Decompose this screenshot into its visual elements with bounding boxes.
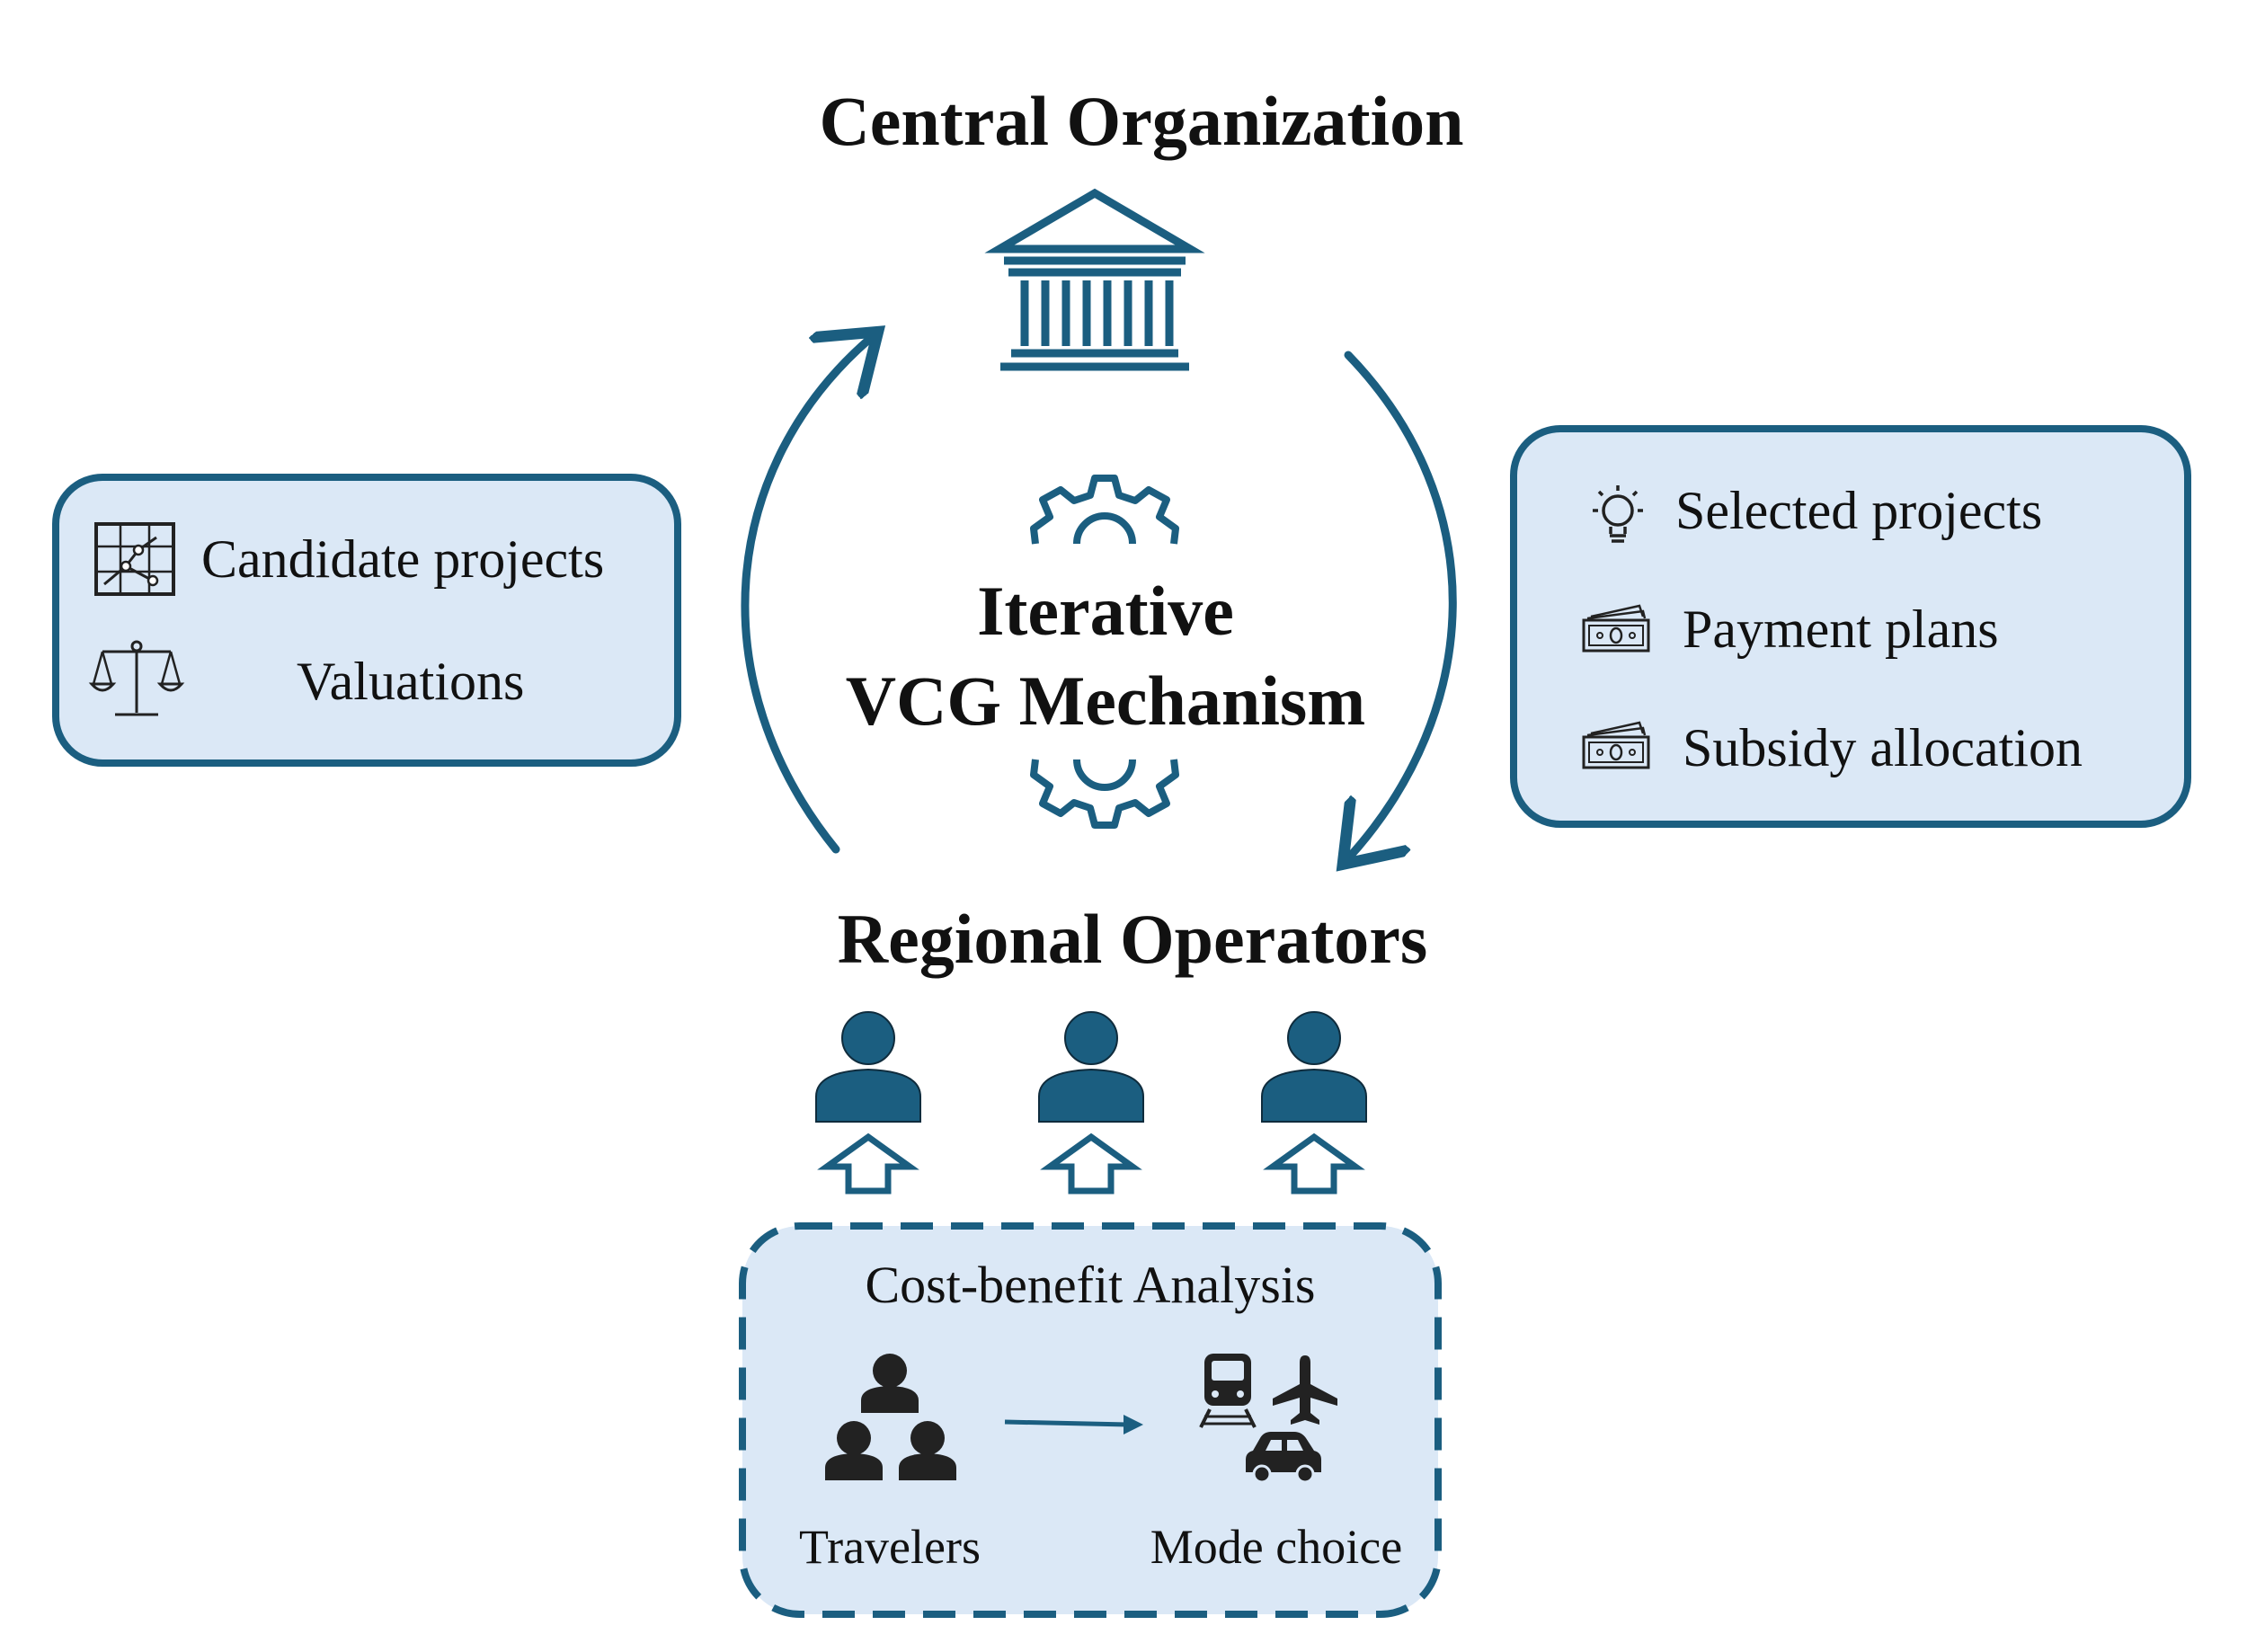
person-icon [1038, 1011, 1144, 1123]
lightbulb-icon [1593, 485, 1643, 543]
up-arrow-icon [817, 1132, 919, 1195]
travelers-to-mode-arrow [1004, 1419, 1129, 1427]
travelers-label: Travelers [799, 1520, 981, 1574]
analysis-box-border [739, 1222, 1442, 1618]
regional-operators-title: Regional Operators [837, 900, 1428, 978]
scales-icon [88, 640, 185, 716]
up-arrow-icon [1263, 1132, 1365, 1195]
cycle-arrow-right [1348, 351, 1457, 858]
person-icon [815, 1011, 921, 1123]
output-item-label: Subsidy allocation [1683, 718, 2083, 777]
input-item-label: Valuations [297, 652, 525, 711]
input-item-label: Candidate projects [201, 529, 605, 589]
person-icon [1261, 1011, 1367, 1123]
cycle-arrow-left [741, 337, 872, 854]
output-item-label: Selected projects [1675, 481, 2043, 540]
plane-icon [1273, 1355, 1337, 1425]
money-icon [1582, 721, 1650, 769]
gear-icon-top [1030, 475, 1179, 545]
money-icon [1582, 604, 1650, 653]
analysis-title: Cost-benefit Analysis [865, 1256, 1316, 1314]
car-icon [1246, 1432, 1321, 1484]
train-icon [1199, 1354, 1257, 1428]
up-arrow-icon [1040, 1132, 1142, 1195]
mode-choice-label: Mode choice [1150, 1520, 1403, 1574]
travelers-icon [825, 1354, 956, 1480]
gear-icon-bottom [1030, 759, 1179, 829]
mechanism-title-line1: Iterative [977, 572, 1234, 650]
mechanism-title-line2: VCG Mechanism [845, 662, 1366, 740]
central-organization-title: Central Organization [819, 82, 1464, 160]
map-network-icon [94, 522, 175, 596]
output-item-label: Payment plans [1683, 600, 1999, 659]
bank-icon [984, 188, 1205, 371]
